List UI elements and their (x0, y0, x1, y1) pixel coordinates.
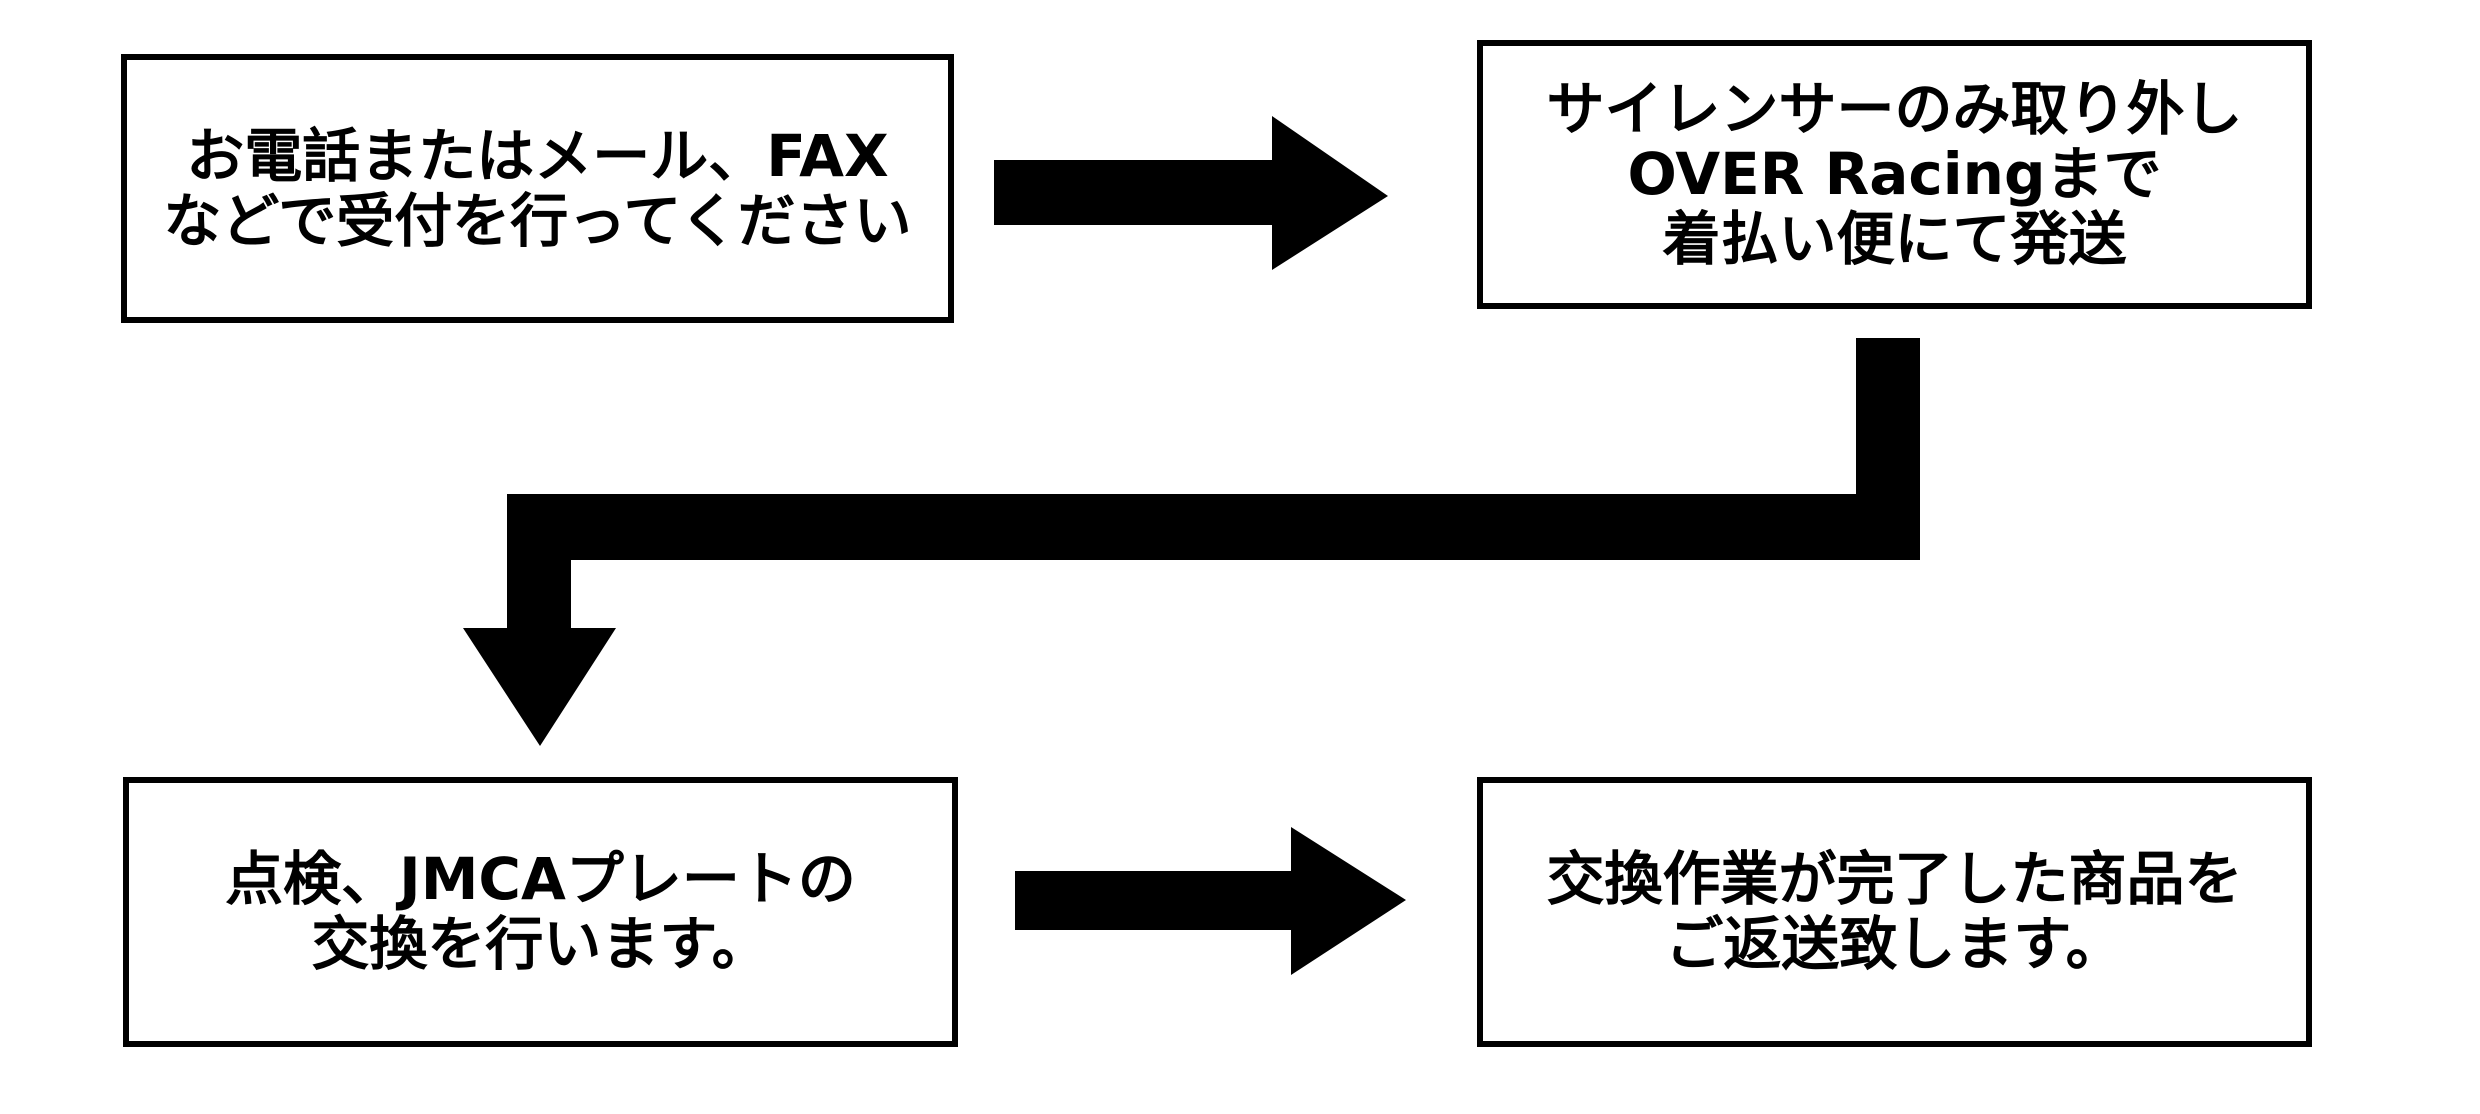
arrow-step2-to-step3 (463, 338, 1920, 746)
step-text-line: 着払い便にて発送 (1662, 204, 2127, 273)
step-text-line: 交換を行います。 (311, 910, 770, 978)
step-text-line: ご返送致します。 (1665, 910, 2124, 978)
flow-step-ship-silencer: サイレンサーのみ取り外し OVER Racingまで 着払い便にて発送 (1477, 40, 2312, 309)
flow-step-inspection: 点検、JMCAプレートの 交換を行います。 (123, 777, 958, 1047)
step-text-line: サイレンサーのみ取り外し (1546, 75, 2243, 144)
arrow-step3-to-step4 (1015, 827, 1406, 975)
step-text-line: などで受付を行ってください (163, 186, 912, 255)
step-text-line: OVER Racingまで (1627, 140, 2162, 209)
step-text-line: お電話またはメール、FAX (186, 121, 889, 190)
step-text-line: 点検、JMCAプレートの (225, 845, 856, 914)
step-text-line: 交換作業が完了した商品を (1546, 845, 2243, 914)
flow-step-return: 交換作業が完了した商品を ご返送致します。 (1477, 777, 2312, 1047)
flow-step-contact: お電話またはメール、FAX などで受付を行ってください (121, 54, 954, 323)
arrow-step1-to-step2 (994, 116, 1388, 270)
